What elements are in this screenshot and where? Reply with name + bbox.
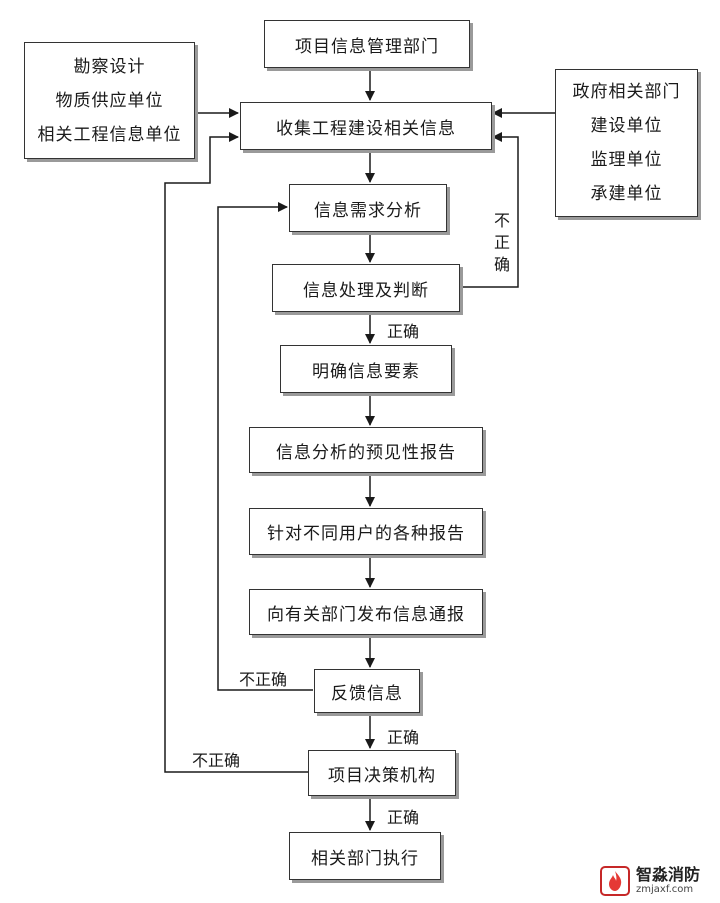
watermark-url: zmjaxf.com: [636, 884, 694, 895]
node-label: 向有关部门发布信息通报: [267, 604, 465, 625]
left-source-survey-design: 勘察设计: [73, 56, 146, 77]
watermark-title: 智淼消防: [636, 865, 701, 884]
right-source-supervisor: 监理单位: [590, 150, 663, 170]
left-source-material-supply: 物质供应单位: [55, 90, 164, 111]
node-label: 明确信息要素: [312, 361, 420, 382]
node-feedback-info: 反馈信息: [314, 669, 420, 713]
node-forecast-report: 信息分析的预见性报告: [249, 427, 483, 473]
loop-decision-to-collect: [164, 132, 308, 773]
label-char: 正: [493, 233, 510, 252]
node-demand-analysis: 信息需求分析: [289, 184, 447, 232]
node-label: 信息分析的预见性报告: [276, 442, 456, 463]
right-source-government: 政府相关部门: [572, 82, 681, 102]
loop-feedback-to-demand: [217, 202, 313, 691]
right-source-contractor: 承建单位: [590, 184, 663, 204]
node-label: 针对不同用户的各种报告: [267, 524, 465, 544]
flame-logo-icon: [600, 866, 630, 896]
node-user-reports: 针对不同用户的各种报告: [249, 508, 483, 555]
node-publish-notice: 向有关部门发布信息通报: [249, 589, 483, 635]
right-sources-box: 政府相关部门 建设单位 监理单位 承建单位: [555, 69, 698, 217]
watermark: 智淼消防 zmjaxf.com: [600, 862, 716, 900]
node-label: 相关部门执行: [311, 848, 419, 869]
node-label: 信息处理及判断: [303, 280, 429, 301]
node-label: 反馈信息: [331, 683, 403, 704]
node-label: 项目信息管理部门: [295, 36, 439, 57]
node-label: 信息需求分析: [314, 200, 422, 221]
node-process-judge: 信息处理及判断: [272, 264, 460, 312]
node-collect-info: 收集工程建设相关信息: [240, 102, 492, 150]
label-incorrect-vertical: 不 正 确: [493, 210, 511, 276]
node-clarify-elements: 明确信息要素: [280, 345, 452, 393]
label-correct-decision: 正确: [387, 808, 420, 827]
node-label: 收集工程建设相关信息: [276, 118, 456, 139]
label-char: 确: [493, 255, 510, 274]
label-char: 不: [493, 211, 510, 230]
node-info-management-dept: 项目信息管理部门: [264, 20, 470, 68]
label-incorrect-feedback: 不正确: [239, 670, 288, 689]
node-label: 项目决策机构: [328, 765, 436, 786]
right-source-owner: 建设单位: [590, 116, 663, 136]
node-decision-body: 项目决策机构: [308, 750, 456, 796]
left-source-related-project-info: 相关工程信息单位: [37, 124, 182, 145]
label-correct-process: 正确: [387, 322, 420, 341]
loop-process-to-collect: [460, 132, 519, 288]
label-correct-feedback: 正确: [387, 728, 420, 747]
left-sources-box: 勘察设计 物质供应单位 相关工程信息单位: [24, 42, 195, 159]
node-execute: 相关部门执行: [289, 832, 441, 880]
label-incorrect-decision: 不正确: [192, 751, 241, 770]
